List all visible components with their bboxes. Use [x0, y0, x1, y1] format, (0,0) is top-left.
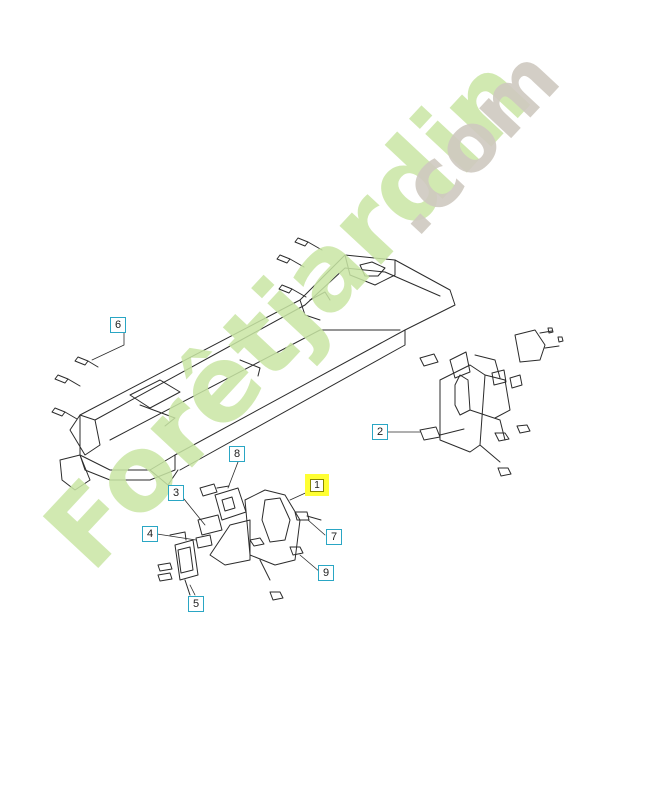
chassis-frame	[59, 254, 456, 491]
leader-lines	[91, 332, 421, 596]
callout-6[interactable]: 6	[110, 317, 126, 333]
callout-5[interactable]: 5	[188, 596, 204, 612]
callout-3[interactable]: 3	[168, 485, 184, 501]
callout-4[interactable]: 4	[142, 526, 158, 542]
callout-7[interactable]: 7	[326, 529, 342, 545]
bolts-top	[51, 237, 323, 420]
right-bracket	[419, 327, 564, 477]
switch-part	[157, 531, 199, 596]
callout-2[interactable]: 2	[372, 424, 388, 440]
callout-1-label: 1	[310, 479, 324, 492]
callout-9[interactable]: 9	[318, 565, 334, 581]
front-bracket	[195, 483, 322, 601]
callout-1[interactable]: 1	[305, 474, 329, 496]
callout-8[interactable]: 8	[229, 446, 245, 462]
